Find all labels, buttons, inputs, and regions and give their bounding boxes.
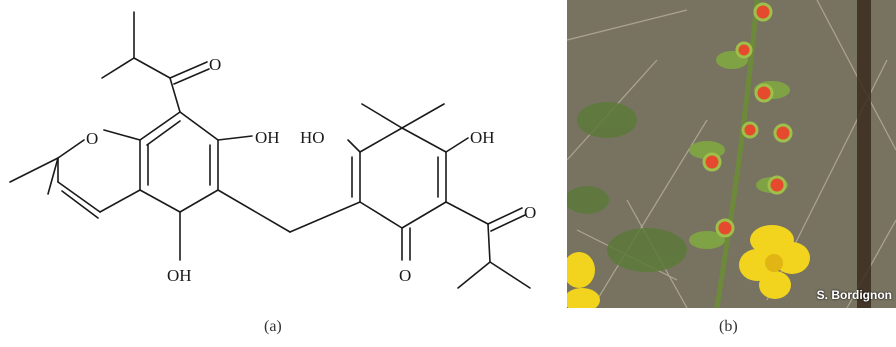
atom-label-oh-right: OH	[470, 128, 495, 147]
atom-label-ketone-o: O	[209, 55, 221, 74]
atom-label-ho-right: HO	[300, 128, 325, 147]
atom-label-pyran-o: O	[86, 129, 98, 148]
atom-label-oh-left: OH	[255, 128, 280, 147]
atom-label-oh-bottom: OH	[167, 266, 192, 285]
plant-photo: S. Bordignon	[567, 0, 896, 308]
caption-b: (b)	[719, 318, 738, 335]
photo-illustration	[567, 0, 896, 308]
caption-a: (a)	[264, 318, 282, 335]
chemical-structure: O O OH HO OH O O OH	[9, 11, 536, 289]
photo-credit: S. Bordignon	[816, 288, 892, 302]
atom-label-quinone-o: O	[399, 266, 411, 285]
atom-label-right-ketone-o: O	[524, 203, 536, 222]
bonds	[9, 11, 531, 289]
